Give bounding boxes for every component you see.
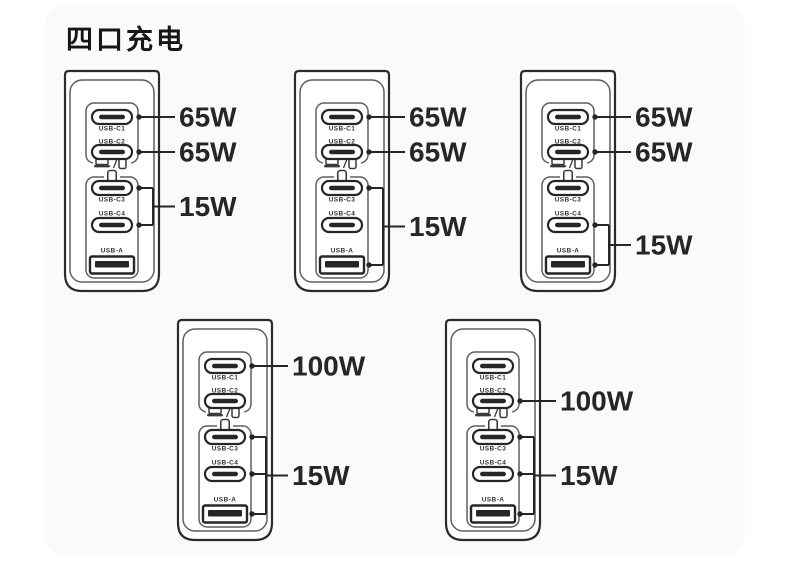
- port-label: USB-A: [214, 497, 237, 504]
- port-pin: [99, 222, 125, 228]
- wattage-label: 15W: [560, 460, 618, 491]
- laptop-base: [550, 165, 566, 168]
- port-pin: [329, 114, 355, 120]
- wattage-label: 15W: [635, 230, 693, 261]
- port-pin: [555, 149, 581, 155]
- callout-dot: [366, 149, 372, 155]
- port-pin: [555, 114, 581, 120]
- port-label: USB-C2: [555, 139, 582, 146]
- callout-dot: [517, 434, 523, 440]
- laptop-base: [324, 165, 340, 168]
- callout-dot: [517, 511, 523, 517]
- port-label: USB-A: [557, 248, 580, 255]
- port-label: USB-C1: [480, 375, 507, 382]
- callout-dot: [136, 149, 142, 155]
- port-pin: [476, 510, 510, 517]
- port-label: USB-C4: [99, 211, 126, 218]
- callout-dot: [249, 471, 255, 477]
- port-pin: [212, 471, 238, 477]
- page-title: 四口充电: [66, 25, 186, 55]
- port-pin: [212, 434, 238, 440]
- port-label: USB-C4: [212, 460, 239, 467]
- port-pin: [480, 434, 506, 440]
- callout-dot: [517, 398, 523, 404]
- callout-dot: [136, 114, 142, 120]
- callout-dot: [592, 262, 598, 268]
- callout-dot: [249, 434, 255, 440]
- callout-dot: [366, 262, 372, 268]
- port-label: USB-C4: [480, 460, 507, 467]
- port-label: USB-C2: [212, 388, 239, 395]
- wattage-label: 15W: [179, 191, 237, 222]
- wattage-label: 15W: [409, 211, 467, 242]
- port-pin: [212, 363, 238, 369]
- port-pin: [555, 185, 581, 191]
- port-label: USB-C2: [99, 139, 126, 146]
- port-pin: [95, 261, 129, 268]
- port-pin: [555, 222, 581, 228]
- callout-dot: [592, 114, 598, 120]
- port-label: USB-C3: [555, 197, 582, 204]
- callout-dot: [517, 471, 523, 477]
- wattage-label: 65W: [635, 137, 693, 168]
- callout-dot: [249, 363, 255, 369]
- wattage-label: 100W: [560, 386, 634, 417]
- port-pin: [99, 149, 125, 155]
- callout-dot: [366, 185, 372, 191]
- callout-dot: [136, 185, 142, 191]
- port-label: USB-C1: [555, 126, 582, 133]
- port-pin: [329, 149, 355, 155]
- callout-dot: [592, 149, 598, 155]
- wattage-label: 65W: [179, 102, 237, 133]
- port-pin: [551, 261, 585, 268]
- wattage-label: 65W: [409, 102, 467, 133]
- laptop-base: [475, 414, 491, 417]
- port-label: USB-C4: [555, 211, 582, 218]
- port-pin: [480, 471, 506, 477]
- laptop-base: [94, 165, 110, 168]
- port-pin: [329, 185, 355, 191]
- port-pin: [480, 363, 506, 369]
- port-label: USB-C1: [329, 126, 356, 133]
- laptop-base: [207, 414, 223, 417]
- port-label: USB-C1: [212, 375, 239, 382]
- wattage-label: 65W: [409, 137, 467, 168]
- port-pin: [99, 185, 125, 191]
- port-label: USB-A: [482, 497, 505, 504]
- port-pin: [99, 114, 125, 120]
- callout-dot: [366, 114, 372, 120]
- callout-dot: [136, 222, 142, 228]
- port-label: USB-C3: [329, 197, 356, 204]
- port-pin: [325, 261, 359, 268]
- port-label: USB-C3: [99, 197, 126, 204]
- port-pin: [480, 398, 506, 404]
- wattage-label: 65W: [635, 102, 693, 133]
- callout-dot: [249, 511, 255, 517]
- port-pin: [208, 510, 242, 517]
- content-card: [45, 4, 745, 557]
- wattage-label: 65W: [179, 137, 237, 168]
- port-label: USB-C3: [480, 446, 507, 453]
- port-label: USB-A: [101, 248, 124, 255]
- port-label: USB-A: [331, 248, 354, 255]
- port-pin: [212, 398, 238, 404]
- port-pin: [329, 222, 355, 228]
- wattage-label: 100W: [292, 351, 366, 382]
- port-label: USB-C1: [99, 126, 126, 133]
- port-label: USB-C2: [480, 388, 507, 395]
- port-label: USB-C2: [329, 139, 356, 146]
- wattage-label: 15W: [292, 460, 350, 491]
- callout-dot: [592, 222, 598, 228]
- port-label: USB-C3: [212, 446, 239, 453]
- port-label: USB-C4: [329, 211, 356, 218]
